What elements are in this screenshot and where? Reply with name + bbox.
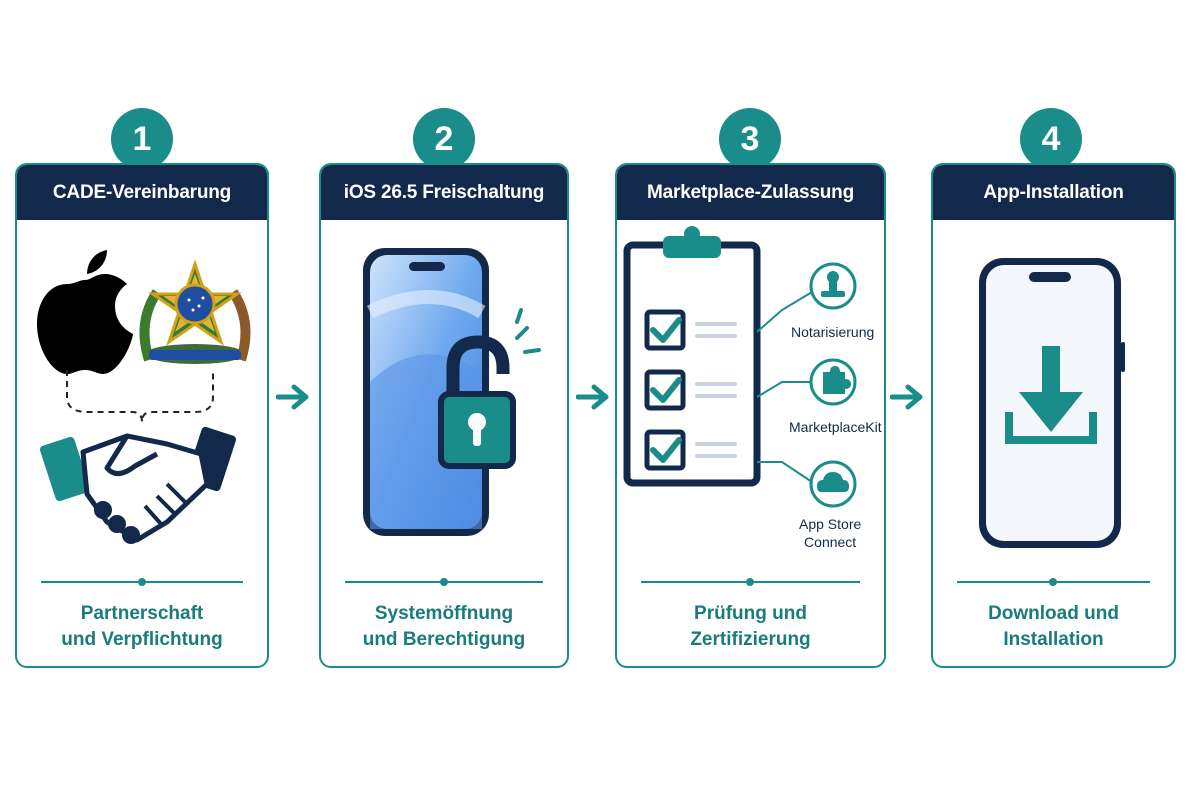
step-3-caption: Prüfung und Zertifizierung: [627, 601, 874, 653]
arrow-right-icon: [890, 384, 923, 410]
step-1-caption-line1: Partnerschaft: [80, 603, 204, 624]
step-2-caption: Systemöffnung und Berechtigung: [331, 601, 557, 653]
step-3-illustration: [623, 226, 857, 508]
step-1-badge: 1: [111, 108, 173, 170]
apple-logo-icon: [37, 250, 133, 374]
step-2-card: iOS 26.5 Freischaltung Systemöffnung: [319, 163, 569, 668]
connector-line: [757, 461, 813, 483]
step-2-caption-line2: und Berechtigung: [362, 629, 526, 650]
step-4-title: App-Installation: [933, 165, 1174, 220]
step-3-title: Marketplace-Zulassung: [617, 165, 884, 220]
download-icon: [1005, 346, 1097, 444]
step-2-title: iOS 26.5 Freischaltung: [321, 165, 567, 220]
unlocked-padlock-icon: [438, 308, 541, 469]
step-1-illustration: [37, 250, 251, 544]
clipboard-checklist-icon: [623, 226, 761, 487]
step-1-card: CADE-Vereinbarung: [15, 163, 269, 668]
step-3-caption-line2: Zertifizierung: [690, 629, 811, 650]
step-4-badge: 4: [1020, 108, 1082, 170]
app-store-connect-line1: App Store: [799, 516, 862, 532]
stamp-icon: [809, 262, 857, 310]
step-1-divider-dot: [138, 578, 146, 586]
step-2-caption-line1: Systemöffnung: [374, 603, 514, 624]
step-3-caption-line1: Prüfung und: [694, 603, 807, 624]
step-4-illustration: [979, 258, 1125, 548]
notarisierung-label: Notarisierung: [791, 324, 875, 340]
marketplacekit-label: MarketplaceKit: [789, 419, 882, 435]
step-2-badge: 2: [413, 108, 475, 170]
dashed-connector: [66, 370, 214, 423]
step-4-caption: Download und Installation: [943, 601, 1164, 653]
step-3-card: Marketplace-Zulassung: [615, 163, 886, 668]
step-1-caption-line2: und Verpflichtung: [61, 629, 223, 650]
step-2-illustration: [363, 248, 541, 536]
step-4-caption-line2: Installation: [1003, 629, 1104, 650]
step-1-title: CADE-Vereinbarung: [17, 165, 267, 220]
step-1-caption: Partnerschaft und Verpflichtung: [27, 601, 257, 653]
step-3-badge: 3: [719, 108, 781, 170]
handshake-icon: [39, 426, 237, 544]
arrow-right-icon: [576, 384, 609, 410]
puzzle-icon: [809, 358, 857, 406]
cloud-icon: [809, 460, 857, 508]
app-store-connect-line2: Connect: [804, 534, 857, 550]
app-store-connect-label: App Store Connect: [799, 515, 861, 551]
arrow-right-icon: [276, 384, 309, 410]
connector-line: [756, 291, 813, 333]
step-2-divider-dot: [440, 578, 448, 586]
step-4-card: App-Installation Download und Installati…: [931, 163, 1176, 668]
step-4-caption-line1: Download und: [988, 603, 1119, 624]
connector-line: [756, 381, 810, 398]
coat-of-arms-icon: [139, 259, 251, 364]
step-3-divider-dot: [746, 578, 754, 586]
step-4-divider-dot: [1049, 578, 1057, 586]
